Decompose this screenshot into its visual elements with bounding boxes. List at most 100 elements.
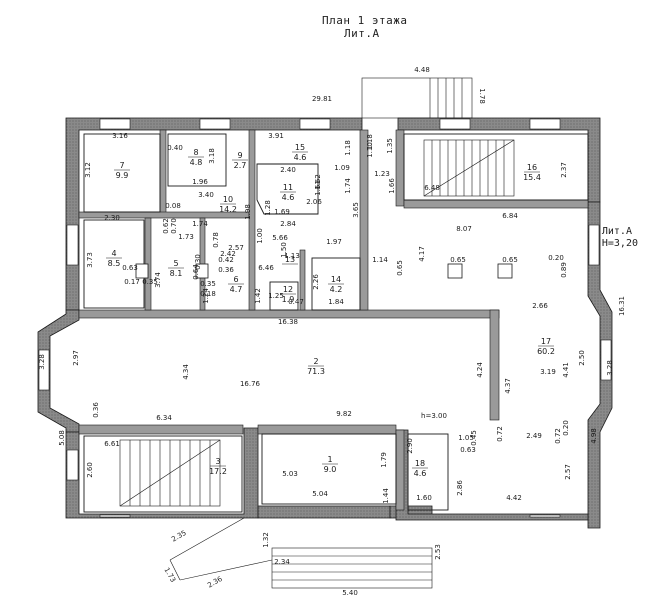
dimension-label: 0.62 [162, 218, 170, 234]
dimension-label: 1.18 [366, 134, 374, 150]
dimension-label: 3.73 [86, 252, 94, 268]
dimension-label: 1.44 [382, 488, 390, 504]
dimension-label: 1.78 [478, 88, 486, 104]
dimension-label: 2.26 [312, 274, 320, 290]
outer-walls [37, 117, 613, 529]
dimension-label: 4.17 [418, 246, 426, 262]
dimension-label: 1.62 [314, 174, 322, 190]
dimension-label: 0.20 [562, 420, 570, 436]
dimension-label: 1.14 [372, 256, 388, 264]
dimension-label: 16.76 [240, 380, 261, 388]
dimension-label: 1.05 [458, 434, 474, 442]
dimension-label: 3.16 [112, 132, 128, 140]
sheet-info: Лит.А Н=3,20 [602, 226, 638, 250]
dimension-label: 0.65 [396, 260, 404, 276]
dimension-label: 1.96 [192, 178, 208, 186]
dimension-label: 1.61 [314, 180, 322, 196]
dimension-label: 6.61 [104, 440, 120, 448]
room-area-8: 4.8 [190, 158, 203, 167]
dimension-label: 1.98 [244, 204, 252, 220]
dimension-label: 0.64 [192, 264, 200, 280]
dimension-label: 1.73 [162, 566, 177, 584]
dimension-label: 1.42 [254, 288, 262, 304]
dimension-labels: 29.814.481.783.163.120.403.181.963.402.4… [38, 66, 626, 597]
dimension-label: 2.57 [564, 464, 572, 480]
room-number-8: 8 [193, 148, 198, 157]
sheet-height: Н=3,20 [601, 238, 638, 249]
dimension-label: 3.12 [84, 162, 92, 178]
dimension-label: 3.91 [268, 132, 284, 140]
dimension-label: 2.37 [560, 162, 568, 178]
dimension-label: 1.23 [374, 170, 390, 178]
dimension-label: 0.78 [212, 232, 220, 248]
room-number-1: 1 [327, 455, 332, 464]
dimension-label: 1.00 [256, 228, 264, 244]
room-number-2: 2 [313, 357, 318, 366]
dimension-label: 1.35 [386, 138, 394, 154]
dimension-label: 4.48 [414, 66, 430, 74]
dimension-label: 0.17 [124, 278, 140, 286]
dimension-label: 2.53 [434, 544, 442, 560]
room-area-3: 17.2 [209, 467, 227, 476]
dimension-label: 0.45 [470, 430, 478, 446]
dimension-label: 1.25 [268, 292, 284, 300]
room-number-5: 5 [173, 259, 178, 268]
dimension-label: 2.42 [220, 250, 236, 258]
dimension-label: 0.35 [200, 280, 216, 288]
dimension-label: 0.65 [502, 256, 518, 264]
inner-walls [78, 129, 589, 511]
dimension-label: 6.34 [156, 414, 172, 422]
dimension-label: 1.84 [328, 298, 344, 306]
dimension-label: 6.48 [424, 184, 440, 192]
dimension-label: 0.40 [167, 144, 183, 152]
dimension-label: 4.42 [506, 494, 522, 502]
room-area-4: 8.5 [108, 259, 121, 268]
dimension-label: 8.07 [456, 225, 472, 233]
dimension-label: 0.08 [165, 202, 181, 210]
dimension-label: 3.19 [540, 368, 556, 376]
dimension-label: 1.74 [344, 178, 352, 194]
dimension-label: 9.82 [336, 410, 352, 418]
room-number-10: 10 [223, 195, 233, 204]
dimension-label: 2.40 [280, 166, 296, 174]
dimension-label: 2.30 [104, 214, 120, 222]
room-area-16: 15.4 [523, 173, 541, 182]
dimension-label: 0.47 [288, 298, 304, 306]
dimension-label: 1.79 [380, 452, 388, 468]
dimension-label: 5.04 [312, 490, 328, 498]
dimension-label: 29.81 [312, 95, 332, 103]
room-area-1: 9.0 [324, 465, 337, 474]
dimension-label: 1.28 [264, 200, 272, 216]
room-number-17: 17 [541, 337, 551, 346]
dimension-label: 1.60 [416, 494, 432, 502]
room-number-6: 6 [233, 275, 238, 284]
columns [135, 263, 513, 279]
dimension-label: 1.66 [388, 178, 396, 194]
dimension-label: 2.50 [578, 350, 586, 366]
room-number-13: 13 [285, 255, 295, 264]
room-number-7: 7 [119, 161, 124, 170]
dimension-label: 1.73 [178, 233, 194, 241]
dimension-label: 16.38 [278, 318, 298, 326]
room-outlines [83, 133, 589, 513]
room-area-9: 2.7 [234, 161, 247, 170]
dimension-label: 0.30 [194, 254, 202, 270]
dimension-label: 0.42 [218, 256, 234, 264]
stairs [119, 77, 515, 589]
dimension-label: 3.18 [208, 148, 216, 164]
dimension-label: 0.18 [200, 290, 216, 298]
dimension-label: 4.98 [590, 428, 598, 444]
dimension-label: 0.65 [450, 256, 466, 264]
dimension-label: 5.66 [272, 234, 288, 242]
dimension-label: 4.41 [562, 362, 570, 378]
dimension-label: 0.72 [496, 426, 504, 442]
dimension-label: 1.18 [344, 140, 352, 156]
room-number-18: 18 [415, 459, 425, 468]
dimension-label: 1.10 [366, 142, 374, 158]
dimension-label: 2.06 [306, 198, 322, 206]
dimension-label: 1.09 [334, 164, 350, 172]
dimension-label: 0.36 [92, 402, 100, 418]
room-number-9: 9 [237, 151, 242, 160]
dimension-label: 0.89 [560, 262, 568, 278]
